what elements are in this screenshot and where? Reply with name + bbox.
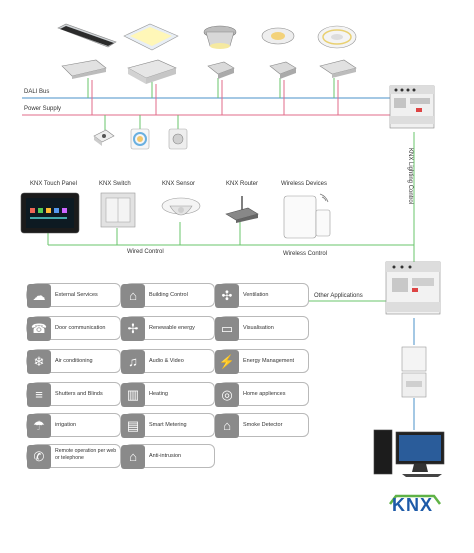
application-item: ≡ Shutters and Blinds [26, 382, 121, 407]
dali-bus-label: DALI Bus [24, 89, 50, 95]
application-label: Anti-intrusion [149, 453, 182, 459]
wall-switch-icon[interactable] [100, 192, 136, 228]
application-label: Heating [149, 391, 168, 397]
sensor-module-icon [93, 129, 115, 146]
dali-dimmer-icon [127, 59, 177, 84]
downlight-icon [203, 25, 237, 49]
other-applications-label: Other Applications [314, 293, 363, 299]
power-supply-label: Power Supply [24, 106, 62, 112]
speaker-icon: ♫ [121, 350, 145, 374]
wireless-control-label: Wireless Control [283, 251, 328, 257]
linear-light-fixture-icon [57, 23, 117, 48]
application-item: ▭ Visualisation [214, 316, 309, 341]
knx-gateway-icon [385, 261, 441, 315]
knx-actuator-icon [389, 85, 435, 129]
power-supply-module-icon [401, 346, 427, 398]
application-item: ❄ Air conditioning [26, 349, 121, 374]
led-strip-icon [317, 25, 357, 49]
knx-logo [389, 494, 441, 505]
remote-phone-icon: ✆ [27, 445, 51, 469]
radiator-icon: ▥ [121, 383, 145, 407]
application-item: ☁ External Services [26, 283, 121, 308]
application-item: ✆ Remote operation per web or telephone [26, 444, 121, 469]
application-label: Renewable energy [149, 325, 195, 331]
application-label: irrigation [55, 422, 77, 428]
wireless-devices-label: Wireless Devices [281, 181, 328, 187]
application-item: ☎ Door communication [26, 316, 121, 341]
router-label: KNX Router [226, 181, 259, 187]
monitor-icon: ▭ [215, 317, 239, 341]
presence-sensor-icon [161, 197, 201, 216]
led-driver-icon [61, 59, 107, 79]
knx-lighting-control-label: KNX Lighting Control [407, 148, 413, 205]
meter-icon: ⚡ [215, 350, 239, 374]
wired-control-label: Wired Control [127, 249, 164, 255]
application-label: Building Control [149, 292, 188, 298]
irrigation-icon: ☂ [27, 414, 51, 438]
application-label: Audio & Video [149, 358, 184, 364]
spotlight-icon [261, 27, 295, 45]
house-icon: ⌂ [121, 284, 145, 308]
application-label: Energy Management [243, 358, 295, 364]
dimmer-module-icon [207, 61, 235, 79]
application-label: Air conditioning [55, 358, 93, 364]
snowflake-icon: ❄ [27, 350, 51, 374]
application-label: Smart Metering [149, 422, 187, 428]
intercom-icon: ☎ [27, 317, 51, 341]
tablet-phone-icon [283, 193, 331, 239]
router-icon [225, 196, 259, 223]
led-panel-icon [123, 23, 179, 51]
fan-icon: ✣ [215, 284, 239, 308]
application-label: Door communication [55, 325, 106, 331]
application-label: Remote operation per web or telephone [55, 448, 117, 461]
application-item: ⌂ Building Control [120, 283, 215, 308]
application-item: ◎ Home appliences [214, 382, 309, 407]
wind-turbine-icon: ✢ [121, 317, 145, 341]
led-driver-icon [319, 59, 357, 78]
application-item: ✣ Ventilation [214, 283, 309, 308]
application-label: External Services [55, 292, 98, 298]
knx-logo-text: KNX [392, 495, 434, 515]
smoke-detector-icon: ⌂ [215, 414, 239, 438]
application-item: ♫ Audio & Video [120, 349, 215, 374]
application-label: Home appliences [243, 391, 286, 397]
touch-panel-icon[interactable] [20, 192, 80, 234]
washing-machine-icon: ◎ [215, 383, 239, 407]
application-item: ⌂ Anti-intrusion [120, 444, 215, 469]
application-item: ☂ irrigation [26, 413, 121, 438]
application-item: ⚡ Energy Management [214, 349, 309, 374]
blinds-icon: ≡ [27, 383, 51, 407]
application-label: Ventilation [243, 292, 269, 298]
application-label: Smoke Detector [243, 422, 283, 428]
application-item: ⌂ Smoke Detector [214, 413, 309, 438]
color-dial-icon [130, 128, 150, 150]
application-item: ✢ Renewable energy [120, 316, 215, 341]
touch-panel-label: KNX Touch Panel [30, 181, 77, 187]
rotary-dimmer-icon [168, 128, 188, 150]
sensor-label: KNX Sensor [162, 181, 196, 187]
smart-meter-icon: ▤ [121, 414, 145, 438]
cloud-hand-icon: ☁ [27, 284, 51, 308]
switch-label: KNX Switch [99, 181, 131, 187]
application-item: ▥ Heating [120, 382, 215, 407]
dimmer-module-icon [269, 61, 297, 79]
application-label: Visualisation [243, 325, 274, 331]
application-label: Shutters and Blinds [55, 391, 103, 397]
shield-house-icon: ⌂ [121, 445, 145, 469]
desktop-computer-icon [373, 429, 445, 477]
application-item: ▤ Smart Metering [120, 413, 215, 438]
